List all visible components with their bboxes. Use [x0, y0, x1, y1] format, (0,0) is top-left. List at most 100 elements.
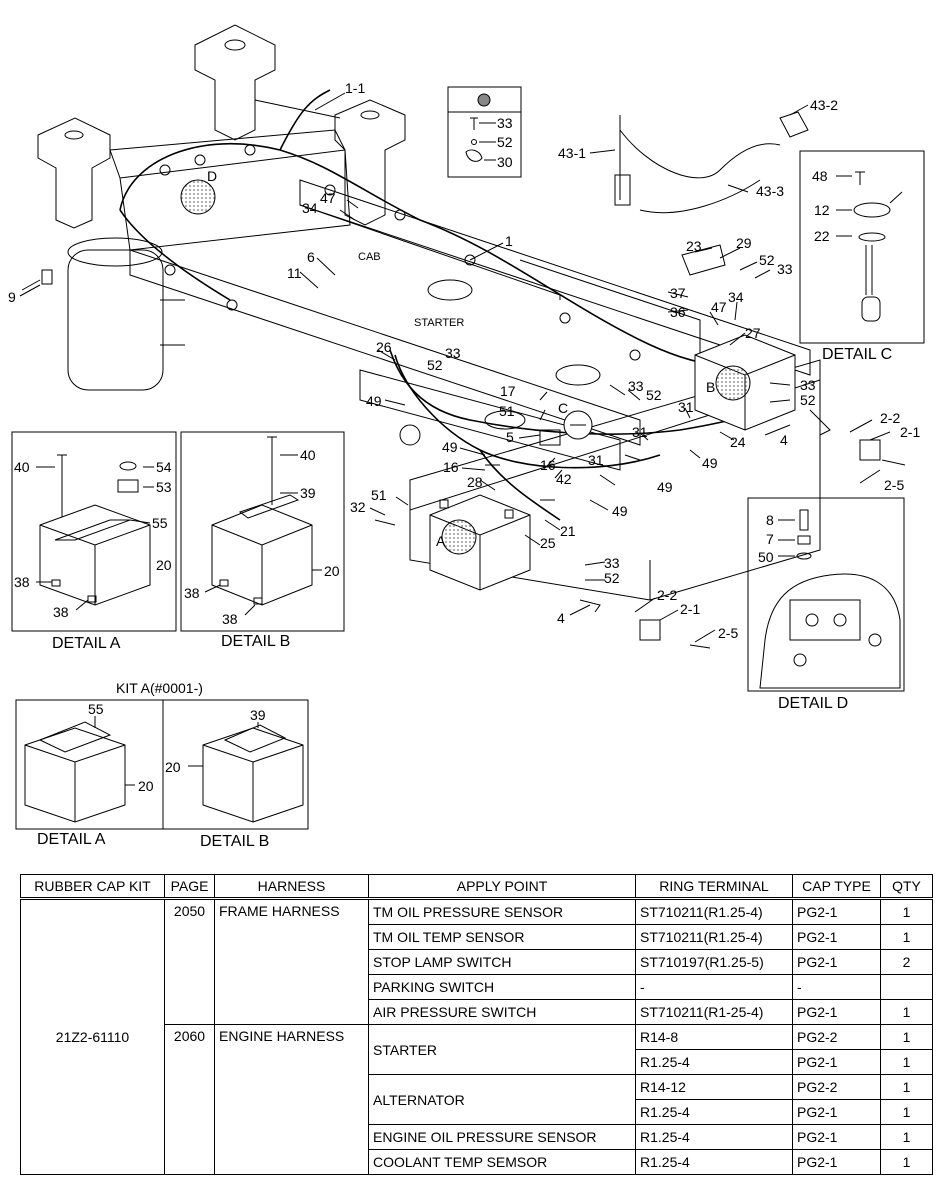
callout: 1	[505, 233, 513, 249]
detail-letter: D	[207, 168, 217, 184]
callout: 49	[366, 393, 382, 409]
callout: 52	[800, 392, 816, 408]
callouts: 1-1 1 9 11 6 34 47 CAB STARTER 26 52 33 …	[8, 80, 920, 641]
callout: 52	[604, 570, 620, 586]
cap-cell: PG2-1	[792, 999, 881, 1025]
detail-c: 48 12 22 DETAIL C	[799, 150, 925, 363]
callout: 17	[500, 383, 516, 399]
detail-b-marker	[715, 365, 751, 401]
cab-label: CAB	[358, 251, 381, 263]
callout: 52	[646, 387, 662, 403]
callout: 4	[557, 610, 565, 626]
callout: 31	[632, 424, 648, 440]
cap-cell: -	[792, 974, 881, 1000]
detail-letter: C	[558, 400, 568, 416]
kit-detail-a-caption: DETAIL A	[37, 831, 106, 848]
callout: 49	[442, 439, 458, 455]
svg-text:20: 20	[165, 759, 181, 775]
table-row: ENGINE OIL PRESSURE SENSOR R1.25-4 PG2-1…	[21, 1124, 933, 1150]
svg-text:38: 38	[222, 611, 238, 627]
svg-text:39: 39	[300, 485, 316, 501]
qty-cell: 1	[880, 1124, 933, 1150]
detail-b-caption: DETAIL B	[221, 633, 290, 650]
svg-text:55: 55	[152, 515, 168, 531]
page-cell: 2060	[164, 1024, 215, 1175]
table-row: R1.25-4 PG2-1 1	[21, 1099, 933, 1125]
cap-cell: PG2-1	[792, 1124, 881, 1150]
harness-cell: FRAME HARNESS	[214, 898, 369, 1025]
callout: 2-1	[900, 424, 920, 440]
harness-cell: ENGINE HARNESS	[214, 1024, 369, 1175]
callout: 21	[560, 523, 576, 539]
callout: 5	[506, 429, 514, 445]
callout: 33	[445, 345, 461, 361]
apply-cell: TM OIL PRESSURE SENSOR	[368, 898, 636, 925]
svg-text:39: 39	[250, 707, 266, 723]
callout: 31	[678, 399, 694, 415]
kit-a: KIT A(#0001-) 55 20 39 20 DETAIL A DETAI…	[15, 680, 309, 850]
callout: 47	[320, 190, 336, 206]
svg-text:38: 38	[53, 604, 69, 620]
ring-cell: R1.25-4	[635, 1149, 793, 1175]
qty-cell: 1	[880, 898, 933, 925]
cap-cell: PG2-1	[792, 1099, 881, 1125]
detail-d: 8 7 50 DETAIL D	[747, 497, 905, 712]
qty-cell: 1	[880, 924, 933, 950]
svg-text:22: 22	[814, 228, 830, 244]
cap-cell: PG2-2	[792, 1024, 881, 1050]
kit-number: 21Z2-61110	[20, 898, 165, 1175]
callout: 11	[287, 265, 302, 281]
svg-text:52: 52	[497, 134, 513, 150]
col-header: PAGE	[164, 874, 215, 899]
svg-text:7: 7	[766, 531, 774, 547]
svg-text:30: 30	[497, 154, 513, 170]
apply-cell: PARKING SWITCH	[368, 974, 636, 1000]
cap-cell: PG2-1	[792, 898, 881, 925]
detail-c-caption: DETAIL C	[822, 346, 892, 363]
callout: 52	[759, 252, 775, 268]
callout: 1-1	[345, 80, 365, 96]
svg-text:50: 50	[758, 549, 774, 565]
svg-text:38: 38	[14, 574, 30, 590]
detail-d-marker	[180, 179, 216, 215]
detail-a-large: 40 54 53 55 20 38 38 DETAIL A	[11, 431, 177, 652]
callout: 33	[628, 378, 644, 394]
table-row: R1.25-4 PG2-1 1	[21, 1049, 933, 1075]
cap-cell: PG2-1	[792, 924, 881, 950]
svg-text:48: 48	[812, 168, 828, 184]
col-header: APPLY POINT	[368, 874, 636, 899]
callout: 36	[670, 304, 686, 320]
starter-label: STARTER	[414, 317, 464, 329]
callout: 2-2	[880, 410, 900, 426]
callout: 47	[711, 299, 727, 315]
qty-cell: 1	[880, 999, 933, 1025]
callout: 6	[307, 249, 315, 265]
svg-text:8: 8	[766, 512, 774, 528]
fastener-inset: 33 52 30	[447, 86, 522, 178]
qty-cell: 1	[880, 1074, 933, 1100]
rubber-cap-table: RUBBER CAP KIT PAGE HARNESS APPLY POINT …	[20, 874, 933, 1175]
ring-cell: ST710211(R1-25-4)	[635, 999, 793, 1025]
table-row: ALTERNATOR R14-12 PG2-2 1	[21, 1074, 933, 1125]
cap-cell: PG2-1	[792, 949, 881, 975]
callout: 24	[730, 434, 746, 450]
table-row: 2060 ENGINE HARNESS STARTER R14-8 PG2-2 …	[21, 1024, 933, 1175]
callout: 2-1	[680, 601, 700, 617]
callout: 2-5	[884, 477, 904, 493]
table-header-row: RUBBER CAP KIT PAGE HARNESS APPLY POINT …	[20, 874, 933, 899]
qty-cell: 1	[880, 1099, 933, 1125]
detail-d-caption: DETAIL D	[778, 695, 848, 712]
apply-cell: STOP LAMP SWITCH	[368, 949, 636, 975]
ring-cell: R14-12	[635, 1074, 793, 1100]
kit-title: KIT A(#0001-)	[116, 680, 203, 696]
callout: 42	[556, 471, 572, 487]
callout: 23	[686, 238, 702, 254]
callout: 51	[371, 487, 387, 503]
apply-cell: COOLANT TEMP SEMSOR	[368, 1149, 636, 1175]
qty-cell: 1	[880, 1149, 933, 1175]
cap-cell: PG2-1	[792, 1049, 881, 1075]
ring-cell: R1.25-4	[635, 1099, 793, 1125]
ring-cell: R1.25-4	[635, 1049, 793, 1075]
ring-cell: R1.25-4	[635, 1124, 793, 1150]
callout: 33	[604, 555, 620, 571]
